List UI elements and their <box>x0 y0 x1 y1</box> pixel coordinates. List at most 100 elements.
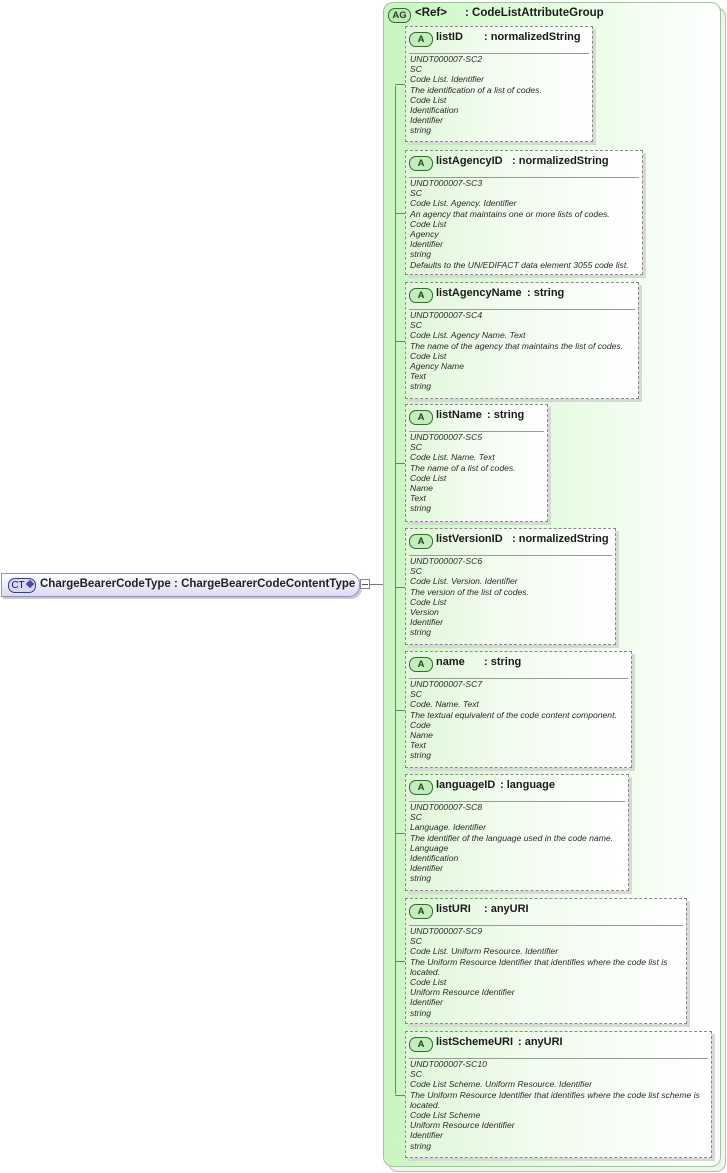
attribute-name: listVersionID <box>436 533 503 545</box>
documentation-line: Code List <box>410 218 447 229</box>
documentation-line: string <box>410 381 432 392</box>
attribute-divider <box>409 801 625 802</box>
attribute-badge: A <box>409 1037 433 1052</box>
attribute-badge: A <box>409 657 433 672</box>
complex-type-title: ChargeBearerCodeType : ChargeBearerCodeC… <box>40 578 355 590</box>
documentation-line: Code List <box>410 472 447 483</box>
documentation-line: Text <box>410 371 426 382</box>
documentation-line: string <box>410 249 432 260</box>
documentation-line: Language <box>410 842 449 853</box>
documentation-line: Identification <box>410 105 459 116</box>
documentation-line: string <box>410 750 432 761</box>
attribute-divider <box>409 309 635 310</box>
sequence-icon <box>25 579 34 589</box>
attribute-badge: A <box>409 32 433 47</box>
documentation-line: string <box>410 125 432 136</box>
documentation-line: SC <box>410 64 422 75</box>
documentation-line: Code. Name. Text <box>410 699 479 710</box>
documentation-line: string <box>410 1140 432 1151</box>
attribute-type: : normalizedString <box>512 155 609 167</box>
documentation-line: The Uniform Resource Identifier that ide… <box>410 1089 700 1110</box>
attribute-branch-line <box>395 710 405 711</box>
attribute-badge: A <box>409 904 433 919</box>
attribute-name: name <box>436 656 465 668</box>
documentation-line: string <box>410 503 432 514</box>
documentation-line: Uniform Resource Identifier <box>410 1120 515 1131</box>
documentation-line: Uniform Resource Identifier <box>410 987 515 998</box>
attribute-badge: A <box>409 780 433 795</box>
attribute-type: : anyURI <box>484 903 529 915</box>
attribute-type: : anyURI <box>518 1036 563 1048</box>
attribute-name: listID <box>436 31 463 43</box>
documentation-line: Text <box>410 493 426 504</box>
attribute-branch-line <box>395 833 405 834</box>
attribute-branch-line <box>395 84 405 85</box>
documentation-line: UNDT000007-SC9 <box>410 926 483 936</box>
documentation-line: UNDT000007-SC5 <box>410 432 483 442</box>
documentation-line: The identification of a list of codes. <box>410 84 542 95</box>
documentation-line: The name of a list of codes. <box>410 462 516 473</box>
documentation-line: SC <box>410 566 422 577</box>
attribute-name: listAgencyName <box>436 287 522 299</box>
documentation-line: SC <box>410 188 422 199</box>
documentation-line: UNDT000007-SC8 <box>410 802 483 812</box>
documentation-line: An agency that maintains one or more lis… <box>410 208 610 219</box>
attribute-branch-line <box>395 213 405 214</box>
attribute-divider <box>409 177 639 178</box>
attribute-group-badge: AG <box>388 8 411 23</box>
documentation-line: Code List Scheme <box>410 1110 481 1121</box>
documentation-line: The identifier of the language used in t… <box>410 832 614 843</box>
attribute-group-ref: <Ref> <box>415 7 447 19</box>
documentation-line: Code List <box>410 596 447 607</box>
documentation-line: Code List. Name. Text <box>410 452 495 463</box>
connector-line <box>369 584 383 585</box>
documentation-line: Code List. Agency Name. Text <box>410 330 526 341</box>
documentation-line: Name <box>410 730 433 741</box>
documentation-line: Text <box>410 740 426 751</box>
documentation-line: Identifier <box>410 239 443 250</box>
documentation-line: Identifier <box>410 863 443 874</box>
documentation-line: Version <box>410 607 439 618</box>
attribute-type: : string <box>484 656 522 668</box>
attribute-type: : normalizedString <box>512 533 609 545</box>
attribute-branch-line <box>395 341 405 342</box>
documentation-line: Agency Name <box>410 361 464 372</box>
documentation-line: The name of the agency that maintains th… <box>410 340 624 351</box>
documentation-line: string <box>410 1007 432 1018</box>
documentation-line: The version of the list of codes. <box>410 586 529 597</box>
attribute-type: : string <box>487 409 525 421</box>
documentation-line: The Uniform Resource Identifier that ide… <box>410 956 668 977</box>
attribute-badge: A <box>409 156 433 171</box>
documentation-line: Identifier <box>410 617 443 628</box>
documentation-line: UNDT000007-SC2 <box>410 54 483 64</box>
attribute-branch-line <box>395 961 405 962</box>
attribute-divider <box>409 53 589 54</box>
attribute-group-name: : CodeListAttributeGroup <box>465 7 604 19</box>
documentation-line: Name <box>410 483 433 494</box>
documentation-line: SC <box>410 689 422 700</box>
documentation-line: The textual equivalent of the code conte… <box>410 709 617 720</box>
documentation-line: SC <box>410 936 422 947</box>
attribute-branch-line <box>395 463 405 464</box>
attribute-divider <box>409 925 683 926</box>
attribute-branch-line <box>395 587 405 588</box>
documentation-line: Code <box>410 719 431 730</box>
complex-type-node[interactable]: CT ChargeBearerCodeType : ChargeBearerCo… <box>1 573 360 597</box>
documentation-line: SC <box>410 320 422 331</box>
attribute-connector-line <box>395 86 396 1094</box>
documentation-line: UNDT000007-SC6 <box>410 556 483 566</box>
attribute-name: listSchemeURI <box>436 1036 514 1048</box>
documentation-line: Code List <box>410 350 447 361</box>
